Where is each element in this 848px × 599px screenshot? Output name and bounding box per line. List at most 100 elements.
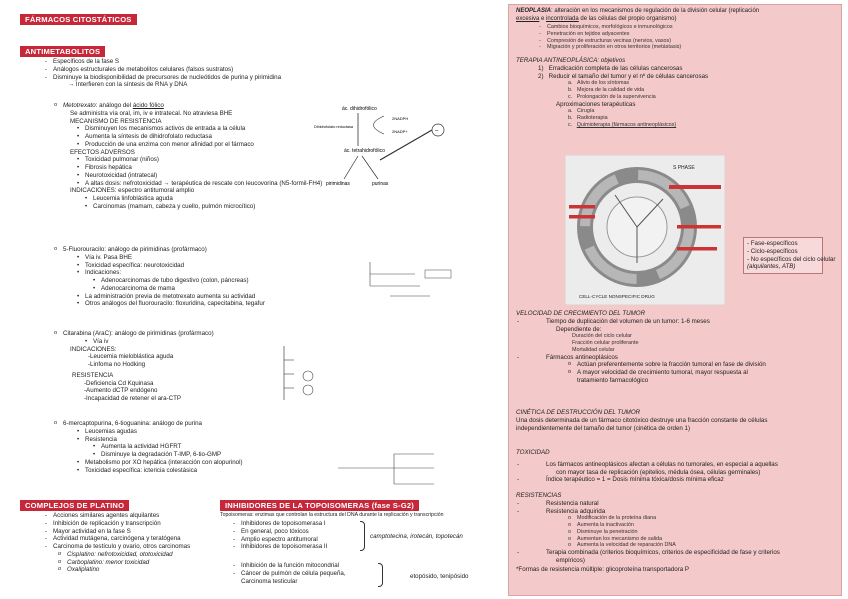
fu-pathway-diagram bbox=[369, 262, 452, 297]
arac-pathway-diagram bbox=[283, 346, 314, 400]
list-item: Disminuye la penetración bbox=[568, 529, 840, 536]
list-item: Mayor actividad en la fase S bbox=[44, 528, 234, 536]
antimet-list: Específicos de la fase S Análogos estruc… bbox=[44, 58, 374, 89]
fig-label: 2NADPH bbox=[392, 116, 408, 121]
list-item: Disminuye la biodisponibilidad de precur… bbox=[44, 74, 374, 82]
fig-label: ác. dihidrofólico bbox=[342, 106, 377, 112]
fig-label: pirimidinas bbox=[326, 181, 350, 187]
list-item: Leucemias agudas bbox=[76, 428, 334, 436]
fluorouracilo-section: 5-Fluorouracilo: análogo de pirimidinas … bbox=[54, 246, 354, 308]
list-item: La administración previa de metotrexato … bbox=[76, 293, 354, 301]
list-item: Otros análogos del fluorouracilo: floxur… bbox=[76, 300, 354, 308]
mp-pathway-diagram bbox=[338, 453, 434, 485]
fig-label: ác. tetrahidrofólico bbox=[344, 148, 385, 154]
velocidad-section: VELOCIDAD DE CRECIMIENTO DEL TUMOR Tiemp… bbox=[516, 310, 836, 385]
velocidad-title: VELOCIDAD DE CRECIMIENTO DEL TUMOR bbox=[516, 310, 646, 317]
list-item: Adenocarcinomas de tubo digestivo (colon… bbox=[92, 277, 354, 285]
list-item: Inhibidores de topoisomerasa I bbox=[232, 520, 362, 528]
toxicidad-section: TOXICIDAD Los fármacos antineoplásicos a… bbox=[516, 449, 840, 484]
platino-list: Acciones similares agentes alquilantes I… bbox=[44, 512, 234, 574]
list-item: Migración y proliferación en otros terri… bbox=[538, 44, 834, 51]
topo-drugs-2: etopósido, tenipósido bbox=[410, 573, 469, 580]
neoplasia-def: NEOPLASIA: alteración en los mecanismos … bbox=[516, 8, 760, 14]
terapia-objetivo-1: Erradicación completa de las células can… bbox=[548, 64, 683, 72]
list-item: Indicaciones: bbox=[76, 269, 354, 277]
list-item: Vía iv bbox=[84, 338, 294, 346]
list-item: Índice terapéutico = 1 = Dosis mínima tó… bbox=[516, 476, 840, 484]
cycle-side-box: - Fase-específicos - Ciclo-específicos -… bbox=[743, 237, 835, 274]
topo-group-1: Inhibidores de topoisomerasa I En genera… bbox=[232, 520, 362, 551]
list-item: Resistencia adquirida bbox=[516, 508, 840, 516]
list-item: A mayor velocidad de crecimiento tumoral… bbox=[568, 369, 836, 377]
list-item: Modificación de la proteína diana bbox=[568, 515, 840, 522]
list-item: Cambios bioquímicos, morfológicos e inmu… bbox=[538, 24, 834, 31]
brace-2 bbox=[378, 563, 383, 587]
list-item: Vía iv. Pasa BHE bbox=[76, 254, 354, 262]
list-item: Carcinoma de testículo y ovario, otros c… bbox=[44, 543, 234, 551]
list-item: Toxicidad pulmonar (niños) bbox=[76, 156, 374, 164]
antimetabolitos-header: ANTIMETABOLITOS bbox=[20, 46, 106, 58]
list-item: Carboplatino: menor toxicidad bbox=[58, 559, 234, 567]
list-item: Penetración en tejidos adyacentes bbox=[538, 31, 834, 38]
terapia-sublist: a. Alivio de los síntomas b. Mejora de l… bbox=[568, 80, 656, 100]
list-item: Fibrosis hepática bbox=[76, 164, 374, 172]
terapia-title: TERAPIA ANTINEOPLÁSICA: objetivos bbox=[516, 57, 626, 64]
aproximaciones-title: Aproximaciones terapéuticas bbox=[556, 100, 636, 108]
fig-label: Dihidrofolato reductasa bbox=[314, 125, 354, 129]
list-item: Amplio espectro antitumoral bbox=[232, 536, 362, 544]
mdr-note: *Formas de resistencia múltiple: glicopr… bbox=[516, 565, 689, 573]
nonspecific-label: CELL-CYCLE NONSPECIFIC DRUG bbox=[579, 294, 655, 299]
list-item: Inhibición de replicación y transcripció… bbox=[44, 520, 234, 528]
terapia-objetivo-2: Reducir el tamaño del tumor y el nº de c… bbox=[548, 72, 709, 80]
s-phase-label: S PHASE bbox=[673, 165, 695, 171]
metotrexato-section: Metotrexato: análogo del ácido fólico Se… bbox=[54, 102, 374, 211]
list-item: Disminuyen los mecanismos activos de ent… bbox=[76, 125, 374, 133]
resistencias-section: RESISTENCIAS Resistencia natural Resiste… bbox=[516, 492, 840, 573]
list-item: En general, poco tóxicos bbox=[232, 528, 362, 536]
platino-header: COMPLEJOS DE PLATINO bbox=[20, 500, 130, 512]
topo-group-2: Inhibición de la función mitocondrial Cá… bbox=[232, 562, 372, 585]
list-item: Carcinomas (mamam, cabeza y cuello, pulm… bbox=[84, 203, 374, 211]
list-item: Toxicidad específica: ictericia colestás… bbox=[76, 467, 334, 475]
resistencias-title: RESISTENCIAS bbox=[516, 492, 562, 499]
list-item: Toxicidad específica: neurotoxicidad bbox=[76, 262, 354, 270]
list-item: Cisplatino: nefrotoxicidad, ototoxicidad bbox=[58, 551, 234, 559]
topoisomerasa-header: INHIBIDORES DE LA TOPOISOMERAS (fase S-G… bbox=[220, 500, 419, 512]
list-item: Específicos de la fase S bbox=[44, 58, 374, 66]
topo-definition: Topoisomeras: enzimas que controlan la e… bbox=[220, 512, 444, 518]
mp-title: 6-mercaptopurina, 6-tioguanina: análogo … bbox=[54, 420, 334, 428]
list-item: Disminuye la degradación T-IMP, 6-tio-GM… bbox=[92, 451, 334, 459]
list-item: Los fármacos antineoplásicos afectan a c… bbox=[516, 461, 840, 469]
list-item: Aumentan los mecanismo de salida bbox=[568, 536, 840, 543]
mtx-name: Metotrexato bbox=[63, 102, 96, 109]
list-item: Resistencia bbox=[76, 436, 334, 444]
page-title: FÁRMACOS CITOSTÁTICOS bbox=[20, 14, 137, 26]
svg-text:–: – bbox=[435, 128, 439, 134]
list-item: Producción de una enzima con menor afini… bbox=[76, 141, 374, 149]
fu-title: 5-Fluorouracilo: análogo de pirimidinas … bbox=[54, 246, 354, 254]
list-item: Compresión de estructuras vecinas (nervi… bbox=[538, 38, 834, 45]
citarabina-title: Citarabina (AraC): análogo de pirimidina… bbox=[54, 330, 294, 338]
list-item: Tiempo de duplicación del volumen de un … bbox=[516, 318, 836, 326]
folate-diagram: ác. dihidrofólico Dihidrofolato reductas… bbox=[314, 106, 445, 187]
fig-label: purinas bbox=[372, 181, 389, 187]
arrow-line: → Interfieren con la síntesis de RNA y D… bbox=[68, 81, 188, 89]
list-item: Metabolismo por XO hepática (interacción… bbox=[76, 459, 334, 467]
cinetica-section: CINÉTICA DE DESTRUCCIÓN DEL TUMOR Una do… bbox=[516, 409, 840, 432]
neoplasia-list: Cambios bioquímicos, morfológicos e inmu… bbox=[516, 24, 834, 51]
list-item: Acciones similares agentes alquilantes bbox=[44, 512, 234, 520]
brace-1 bbox=[360, 521, 365, 551]
list-item: Análogos estructurales de metabolitos ce… bbox=[44, 66, 374, 74]
list-item: Oxaliplatino bbox=[58, 566, 234, 574]
list-item: Inhibición de la función mitocondrial bbox=[232, 562, 372, 570]
aproximaciones-list: a. Cirugía b. Radioterapia c. Quimiotera… bbox=[568, 108, 677, 128]
list-item: Aumenta la velocidad de reparación DNA bbox=[568, 542, 840, 549]
list-item: Aumenta la actividad HGFRT bbox=[92, 443, 334, 451]
right-column: NEOPLASIA: alteración en los mecanismos … bbox=[508, 4, 842, 596]
fig-label: 2NADP+ bbox=[392, 129, 408, 134]
list-item: Resistencia natural bbox=[516, 500, 840, 508]
list-item: Actúan preferentemente sobre la fracción… bbox=[568, 361, 836, 369]
list-item: Inhibidores de topoisomerasa II bbox=[232, 543, 362, 551]
list-item: Fármacos antineoplásicos bbox=[516, 354, 836, 362]
list-item: Aumenta la inactivación bbox=[568, 522, 840, 529]
